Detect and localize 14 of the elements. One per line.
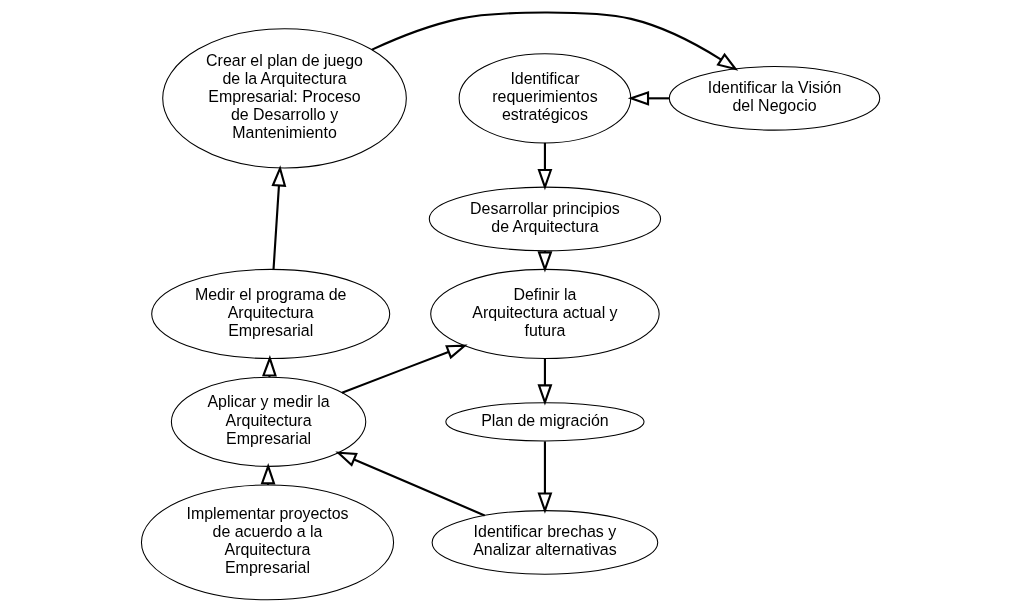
node-ellipse: Identificar la Visión del Negocio xyxy=(668,66,881,131)
node-ellipse: Crear el plan de juego de la Arquitectura Empresarial: Proceso de Desarrollo y Mantenimiento xyxy=(162,28,407,169)
node-ellipse: Medir el programa de Arquitectura Empresarial xyxy=(151,268,391,360)
arrow xyxy=(271,165,287,270)
arrow xyxy=(537,441,553,514)
node-ellipse: Identificar requerimientos estratégicos xyxy=(458,53,632,144)
arrow xyxy=(371,11,739,71)
node-ellipse: Identificar brechas y Analizar alternativas xyxy=(431,510,659,575)
node-ellipse: Plan de migración xyxy=(445,402,645,442)
arrow xyxy=(537,358,553,406)
arrow xyxy=(537,142,553,191)
arrow xyxy=(341,344,468,394)
arrow xyxy=(627,90,670,106)
arrow xyxy=(335,451,486,517)
